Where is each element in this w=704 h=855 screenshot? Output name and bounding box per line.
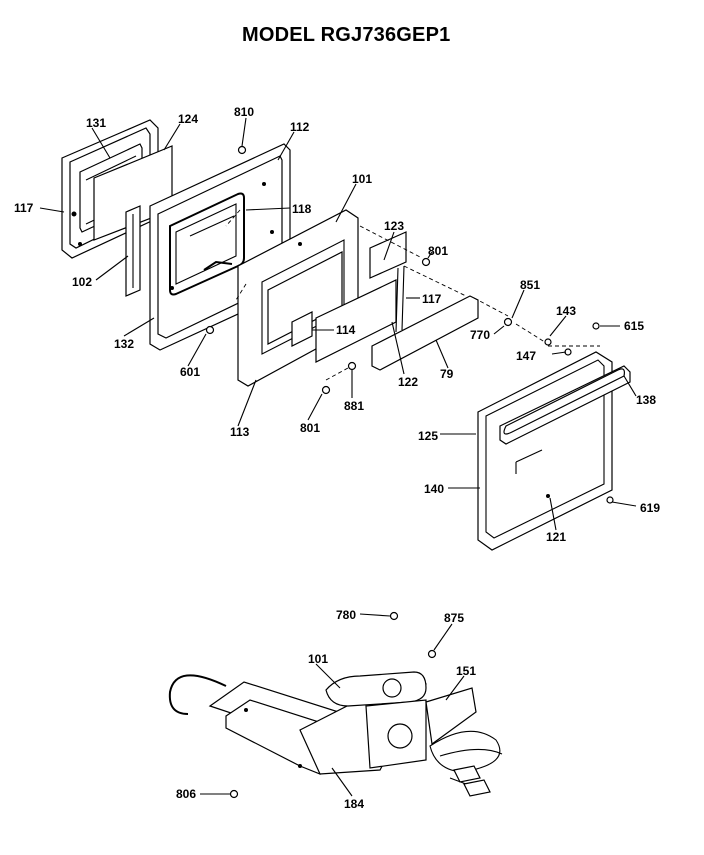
callout-118: 118 <box>292 202 312 216</box>
callout-122: 122 <box>398 375 418 389</box>
callout-770: 770 <box>470 328 490 342</box>
leader-lines <box>39 117 637 797</box>
callout-101-upper: 101 <box>352 172 372 186</box>
callout-138: 138 <box>636 393 656 407</box>
callout-131: 131 <box>86 116 106 130</box>
callout-151: 151 <box>456 664 476 678</box>
callout-123: 123 <box>384 219 404 233</box>
callout-113: 113 <box>230 425 250 439</box>
part-side-bracket <box>125 205 141 297</box>
callout-881: 881 <box>344 399 364 413</box>
callout-121: 121 <box>546 530 566 544</box>
callout-801-lower: 801 <box>300 421 320 435</box>
screws-upper <box>205 145 614 504</box>
model-title: MODEL RGJ736GEP1 <box>242 24 451 46</box>
alignment-lines <box>225 209 600 381</box>
callout-125: 125 <box>418 429 438 443</box>
callout-102: 102 <box>72 275 92 289</box>
callout-101-lower: 101 <box>308 652 328 666</box>
callout-147: 147 <box>516 349 536 363</box>
callout-615: 615 <box>624 319 644 333</box>
callout-140: 140 <box>424 482 444 496</box>
callout-851: 851 <box>520 278 540 292</box>
callout-801-upper: 801 <box>428 244 448 258</box>
callout-112: 112 <box>290 120 310 134</box>
callout-619: 619 <box>640 501 660 515</box>
callout-117-left: 117 <box>14 201 34 215</box>
callout-117-right: 117 <box>422 292 442 306</box>
callout-780: 780 <box>336 608 356 622</box>
callout-labels: 131 124 810 112 117 101 118 123 801 102 … <box>14 105 660 811</box>
part-outer-door-panel <box>477 351 631 551</box>
callout-132: 132 <box>114 337 134 351</box>
callout-601: 601 <box>180 365 200 379</box>
part-hinge-assembly <box>168 611 503 799</box>
callout-806: 806 <box>176 787 196 801</box>
callout-79: 79 <box>440 367 454 381</box>
callout-124: 124 <box>178 112 198 126</box>
callout-143: 143 <box>556 304 576 318</box>
callout-184: 184 <box>344 797 364 811</box>
callout-114: 114 <box>336 323 356 337</box>
callout-875: 875 <box>444 611 464 625</box>
callout-810: 810 <box>234 105 254 119</box>
